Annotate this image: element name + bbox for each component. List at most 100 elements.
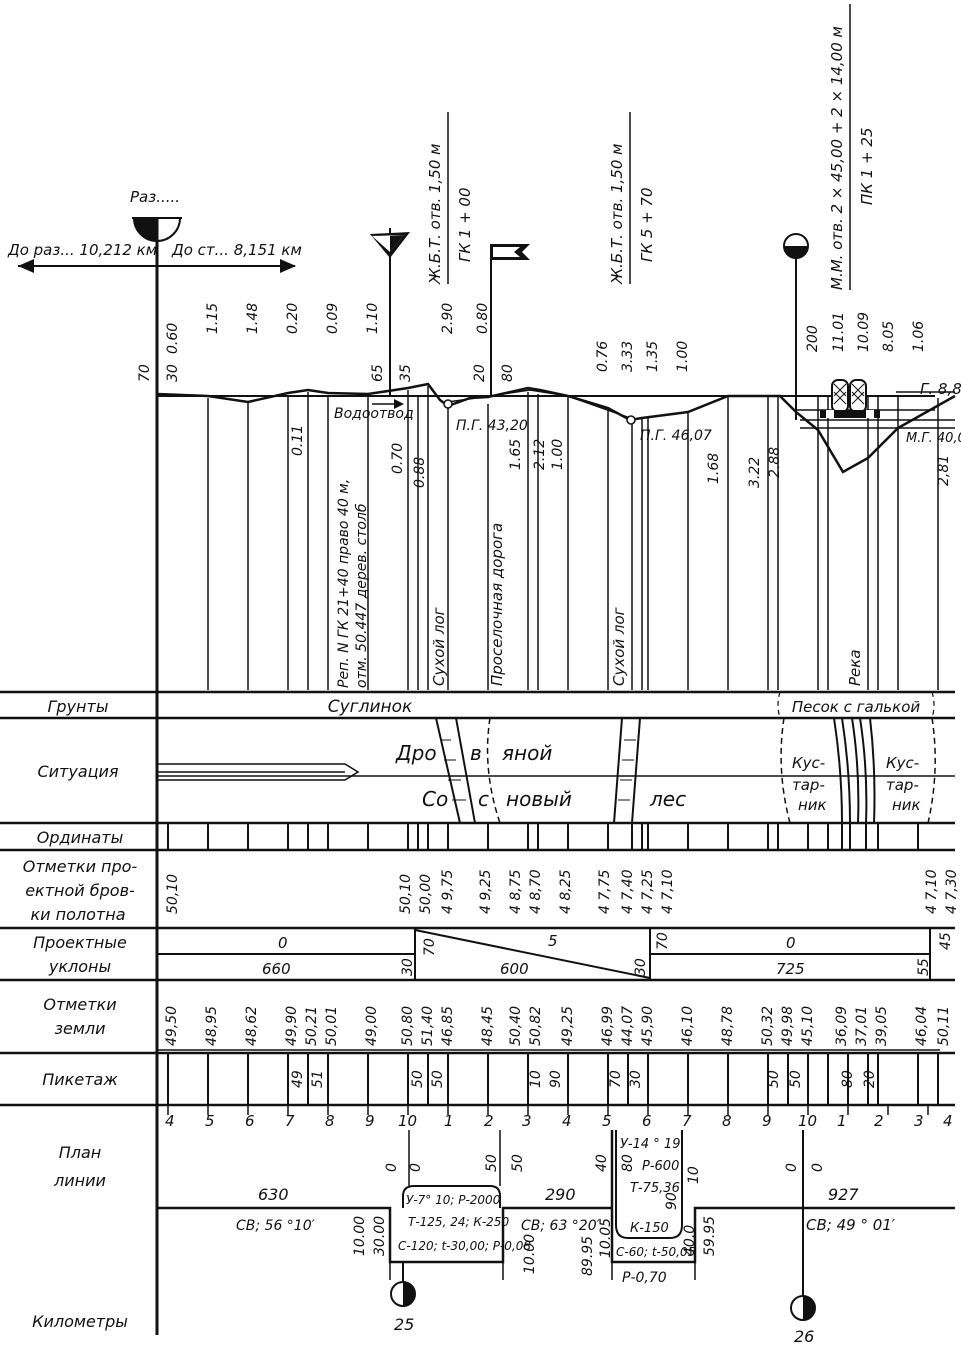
- top-value: 10.09: [856, 312, 872, 352]
- picket-number: 2: [484, 1112, 494, 1130]
- row-header-design-1: Отметки про-: [23, 857, 138, 876]
- culvert1-pk: ГК 1 + 00: [456, 187, 474, 262]
- picket-number: 4: [165, 1112, 175, 1130]
- design-mark: 4 7,75: [597, 869, 613, 914]
- below-value: 3.22: [747, 457, 763, 488]
- below-value: 0.11: [290, 425, 306, 456]
- km-26: 26: [794, 1327, 814, 1345]
- picket-plus: 50: [430, 1070, 446, 1088]
- picket-plus: 30: [628, 1070, 644, 1088]
- picket-number: 6: [245, 1112, 255, 1130]
- ground-mark: 50,40: [508, 1006, 524, 1046]
- picket-number: 1: [837, 1112, 847, 1130]
- slope-grade: 5: [548, 932, 558, 950]
- culvert2-pk: ГК 5 + 70: [638, 187, 656, 262]
- row-header-slopes-2: уклоны: [48, 957, 111, 976]
- bush-1: ник: [798, 796, 827, 814]
- ground-mark: 49,98: [780, 1006, 796, 1046]
- picket-number: 3: [522, 1112, 532, 1130]
- top-value: 200: [805, 325, 821, 352]
- curve2-mark: 40: [594, 1154, 610, 1172]
- ground-mark: 49,00: [364, 1006, 380, 1046]
- straight1-length: 630: [258, 1185, 289, 1204]
- design-mark: 50,10: [398, 874, 414, 914]
- river-lines: [833, 717, 876, 824]
- forest-word: Со: [422, 787, 448, 811]
- slope-length: 725: [776, 960, 805, 978]
- profile-labels: Водоотвод П.Г. 43,20 П.Г. 46,07 М.Г. 40,…: [290, 380, 961, 688]
- pg2-label: П.Г. 46,07: [640, 428, 712, 444]
- top-value: 1.35: [645, 341, 661, 372]
- design-mark: 4 8,25: [558, 869, 574, 914]
- picket-number: 2: [874, 1112, 884, 1130]
- pk-mark: 35: [398, 364, 414, 382]
- forest-word: Дро: [395, 741, 437, 765]
- curve1-mark: 50: [484, 1154, 500, 1172]
- culvert1-title: Ж.Б.Т. отв. 1,50 м: [426, 144, 444, 285]
- picket-plus: 50: [410, 1070, 426, 1088]
- arrow-left-icon: [18, 259, 34, 273]
- picket-number: 10: [798, 1112, 817, 1130]
- ground-mark: 50,01: [324, 1006, 340, 1046]
- picket-plus: 90: [548, 1070, 564, 1088]
- straight1-bearing: СВ; 56 °10′: [236, 1218, 316, 1234]
- straight2-length: 290: [545, 1185, 576, 1204]
- kilometer-posts: 25 26: [390, 1130, 816, 1345]
- forest-word: в: [470, 741, 482, 765]
- top-value: 2.90: [440, 303, 456, 334]
- straight3-bearing: СВ; 49 ° 01′: [806, 1216, 896, 1234]
- dry-gully-1: Сухой лог: [430, 607, 448, 686]
- picket-plus: 80: [840, 1070, 856, 1088]
- dist-to-junction: До раз... 10,212 км: [7, 241, 157, 259]
- curve2-mark: 89.95: [580, 1236, 596, 1276]
- row-header-plan-2: линии: [53, 1171, 106, 1190]
- row-header-picketage: Пикетаж: [42, 1070, 118, 1089]
- curve1-mark: 10.00: [522, 1234, 538, 1274]
- pg1-label: П.Г. 43,20: [456, 418, 528, 434]
- soil-loam: Суглинок: [328, 697, 413, 717]
- slope-mark: 45: [938, 932, 954, 950]
- benchmark-line1: Реп. N ГК 21+40 право 40 м,: [336, 479, 352, 688]
- pg1-point-icon: [443, 399, 453, 409]
- curve1-line3: С-120; t-30,00; Р-0,08: [398, 1239, 531, 1253]
- station-symbol-fill: [134, 218, 157, 241]
- picket-plus: 70: [608, 1070, 624, 1088]
- mg-label: М.Г. 40,02: [906, 431, 961, 446]
- top-value: 0.09: [325, 303, 341, 334]
- picket-plus: 10: [528, 1070, 544, 1088]
- top-value: 11.01: [831, 312, 847, 352]
- gully-band-2: [613, 717, 641, 824]
- ground-mark: 51,40: [420, 1006, 436, 1046]
- picket-number: 9: [762, 1112, 772, 1130]
- profile-top-values: 0.60 1.15 1.48 0.20 0.09 1.10 2.90 0.80 …: [137, 303, 927, 382]
- forest-word: с: [478, 787, 489, 811]
- slope-lines: [157, 928, 931, 980]
- picket-number: 9: [365, 1112, 375, 1130]
- ground-mark: 49,90: [284, 1006, 300, 1046]
- bush-1: Кус-: [792, 754, 825, 772]
- ground-mark: 36,09: [834, 1006, 850, 1046]
- picket-number: 6: [642, 1112, 652, 1130]
- pk-mark: 20: [472, 364, 488, 382]
- design-mark: 4 7,30: [944, 869, 960, 914]
- slope-grade: 0: [786, 934, 796, 952]
- plan-row: 630 СВ; 56 °10′ 0 0 50 50 У-7° 10; Р-200…: [157, 1130, 955, 1286]
- picket-number: 3: [914, 1112, 924, 1130]
- ground-mark: 50,21: [304, 1006, 320, 1046]
- row-header-ground-1: Отметки: [43, 995, 116, 1014]
- row-header-situation: Ситуация: [37, 762, 118, 781]
- picket-number: 4: [943, 1112, 953, 1130]
- picket-number: 1: [444, 1112, 454, 1130]
- arrow-right-icon: [394, 399, 404, 409]
- station-label: Раз.....: [130, 188, 180, 206]
- below-value: 2.88: [767, 447, 783, 478]
- ordinates-ticks: [167, 823, 919, 850]
- slope-mark: 30: [400, 958, 416, 976]
- bridge-pk: ПК 1 + 25: [858, 128, 876, 205]
- pk-mark: 65: [370, 364, 386, 382]
- ground-mark: 44,07: [620, 1006, 636, 1046]
- bridge-symbol: [820, 379, 880, 418]
- curve2-line1: У-14 ° 19: [620, 1137, 680, 1152]
- straight3-mark: 0: [784, 1163, 800, 1172]
